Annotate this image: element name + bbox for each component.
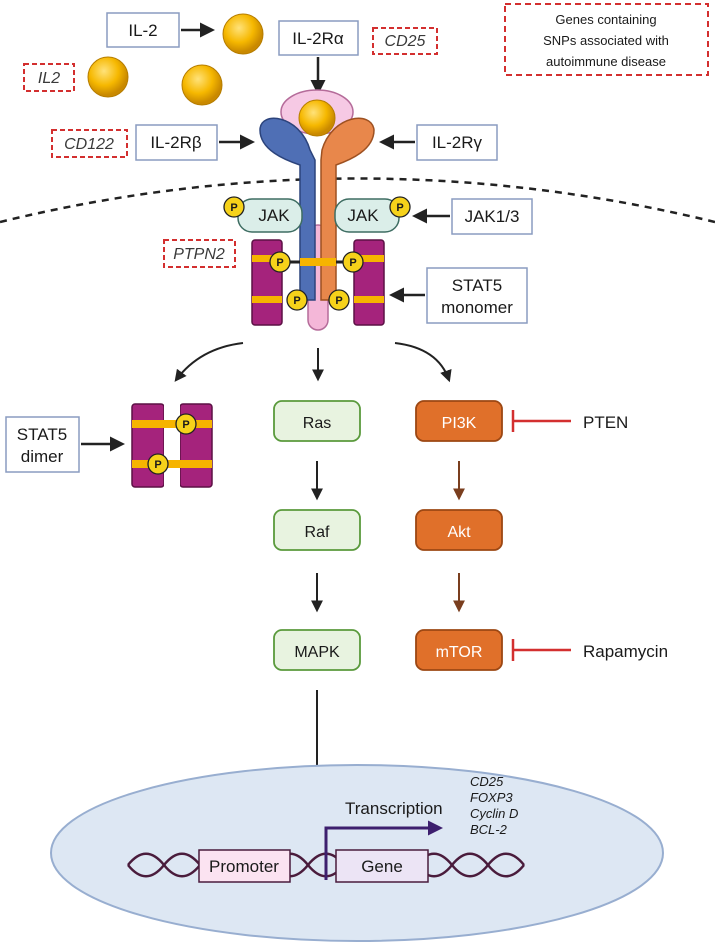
svg-text:Gene: Gene (361, 857, 403, 876)
gene-cd25: CD25 (372, 27, 438, 55)
gene-cd122: CD122 (51, 129, 128, 158)
target-gene: Cyclin D (470, 806, 518, 821)
ras-node: Ras (273, 400, 361, 442)
rapamycin-inhibition: Rapamycin (511, 639, 668, 661)
akt-node: Akt (415, 509, 503, 551)
svg-text:Promoter: Promoter (209, 857, 279, 876)
svg-text:STAT5: STAT5 (452, 276, 502, 295)
svg-text:Ras: Ras (303, 415, 331, 432)
svg-text:P: P (335, 295, 342, 307)
svg-text:PTEN: PTEN (583, 413, 628, 432)
gene-il2: IL2 (23, 63, 75, 92)
svg-text:P: P (293, 295, 300, 307)
raf-node: Raf (273, 509, 361, 551)
legend-box: Genes containing SNPs associated with au… (504, 3, 709, 76)
phospho-site: P (175, 413, 197, 435)
svg-text:JAK: JAK (347, 206, 379, 225)
legend-line-3: autoimmune disease (546, 54, 666, 69)
stat5-dimer-label: STAT5 dimer (5, 416, 80, 473)
phospho-site: P (147, 453, 169, 475)
target-gene: FOXP3 (470, 790, 513, 805)
jak13-label: JAK1/3 (451, 198, 533, 235)
receptor-phospho-band (300, 258, 336, 266)
transcription-arrow (324, 820, 443, 880)
il2rb-label: IL-2Rβ (135, 124, 218, 161)
gene-ptpn2: PTPN2 (163, 239, 236, 268)
svg-text:PTPN2: PTPN2 (173, 246, 225, 263)
branch-arrow-pi3k (394, 342, 452, 383)
svg-text:P: P (396, 202, 403, 214)
svg-text:IL2: IL2 (38, 70, 60, 87)
mtor-node: mTOR (415, 629, 503, 671)
svg-text:dimer: dimer (21, 447, 64, 466)
svg-text:JAK: JAK (258, 206, 290, 225)
branch-arrow-stat5 (174, 342, 244, 382)
svg-text:P: P (349, 257, 356, 269)
svg-text:P: P (276, 257, 283, 269)
svg-text:P: P (154, 459, 161, 471)
target-gene: BCL-2 (470, 822, 508, 837)
jak-left: JAK P (223, 196, 303, 233)
svg-text:MAPK: MAPK (294, 644, 340, 661)
svg-text:IL-2Rα: IL-2Rα (292, 29, 344, 48)
svg-text:IL-2Rγ: IL-2Rγ (432, 133, 483, 152)
svg-text:JAK1/3: JAK1/3 (465, 207, 520, 226)
svg-text:Akt: Akt (447, 524, 471, 541)
svg-text:P: P (230, 202, 237, 214)
phospho-site: P (269, 251, 291, 273)
target-gene: CD25 (470, 774, 504, 789)
promoter-box: Promoter (198, 849, 291, 883)
il2-cytokine-ball (181, 64, 223, 106)
il2ra-label: IL-2Rα (278, 20, 359, 56)
il2-label: IL-2 (106, 12, 180, 48)
stat5-monomer-label: STAT5 monomer (426, 267, 528, 324)
svg-text:STAT5: STAT5 (17, 425, 67, 444)
mapk-node: MAPK (273, 629, 361, 671)
il2-cytokine-ball (222, 13, 264, 55)
svg-text:mTOR: mTOR (436, 644, 483, 661)
svg-text:Raf: Raf (305, 524, 330, 541)
svg-text:CD25: CD25 (385, 33, 426, 50)
svg-text:PI3K: PI3K (442, 415, 477, 432)
svg-text:Rapamycin: Rapamycin (583, 642, 668, 661)
il2-cytokine-ball (87, 56, 129, 98)
svg-text:IL-2: IL-2 (128, 21, 157, 40)
legend-line-1: Genes containing (555, 12, 656, 27)
phospho-site: P (328, 289, 350, 311)
legend-line-2: SNPs associated with (543, 33, 669, 48)
il2rg-label: IL-2Rγ (416, 124, 498, 161)
stat5-dimer (131, 403, 213, 488)
svg-text:IL-2Rβ: IL-2Rβ (150, 133, 202, 152)
target-genes-list: CD25 FOXP3 Cyclin D BCL-2 (470, 774, 518, 837)
jak-right: JAK P (334, 196, 411, 233)
transcription-label: Transcription (345, 799, 443, 818)
il2-receptor-complex (259, 89, 375, 331)
svg-text:CD122: CD122 (64, 136, 114, 153)
pi3k-node: PI3K (415, 400, 503, 442)
phospho-site: P (286, 289, 308, 311)
gene-box: Gene (335, 849, 429, 883)
svg-text:monomer: monomer (441, 298, 513, 317)
pten-inhibition: PTEN (511, 410, 628, 432)
svg-text:P: P (182, 419, 189, 431)
stat5-monomer-right (353, 239, 385, 326)
phospho-site: P (342, 251, 364, 273)
